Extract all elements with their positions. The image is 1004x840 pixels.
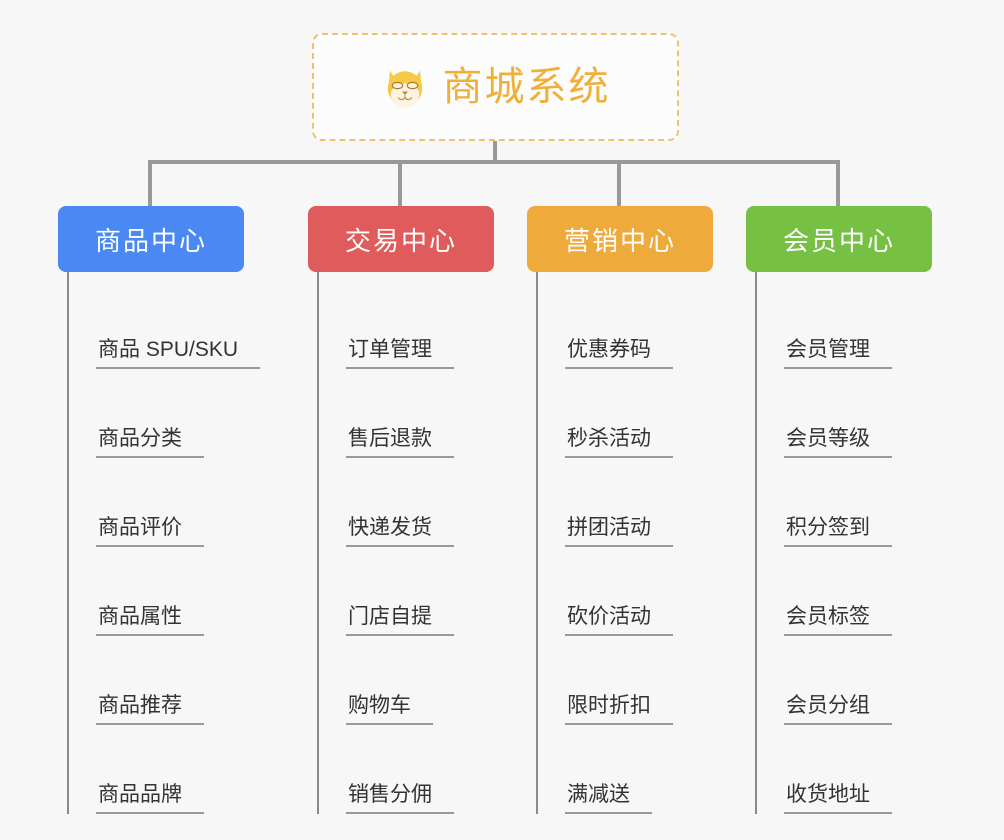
branch-column-product-center: 商品中心商品 SPU/SKU 商品分类商品评价商品属性商品推荐商品品牌 bbox=[58, 206, 261, 814]
connector-trunk-marketing-center bbox=[536, 272, 538, 814]
leaf-item-label: 商品分类 bbox=[96, 428, 204, 458]
leaf-list-marketing-center: 优惠券码秒杀活动拼团活动砍价活动限时折扣满减送 bbox=[527, 272, 713, 814]
leaf-item[interactable]: 优惠券码 bbox=[538, 280, 713, 369]
leaf-item[interactable]: 会员管理 bbox=[757, 280, 932, 369]
category-box-member-center[interactable]: 会员中心 bbox=[746, 206, 932, 272]
leaf-item-label: 商品 SPU/SKU bbox=[96, 339, 261, 369]
leaf-item[interactable]: 售后退款 bbox=[319, 369, 494, 458]
leaf-list-trade-center: 订单管理售后退款快递发货门店自提购物车销售分佣 bbox=[308, 272, 494, 814]
leaf-item[interactable]: 购物车 bbox=[319, 636, 494, 725]
leaf-item[interactable]: 限时折扣 bbox=[538, 636, 713, 725]
leaf-item-label: 满减送 bbox=[565, 784, 652, 814]
leaf-item[interactable]: 商品推荐 bbox=[69, 636, 244, 725]
connector-trunk-member-center bbox=[755, 272, 757, 814]
leaf-item-label: 会员分组 bbox=[784, 695, 892, 725]
leaf-item-label: 快递发货 bbox=[346, 517, 454, 547]
leaf-item[interactable]: 商品评价 bbox=[69, 458, 244, 547]
leaf-item[interactable]: 订单管理 bbox=[319, 280, 494, 369]
leaf-item-label: 门店自提 bbox=[346, 606, 454, 636]
leaf-item[interactable]: 商品分类 bbox=[69, 369, 244, 458]
branch-column-member-center: 会员中心会员管理会员等级积分签到会员标签会员分组收货地址 bbox=[746, 206, 932, 814]
leaf-item-label: 积分签到 bbox=[784, 517, 892, 547]
leaf-item[interactable]: 会员分组 bbox=[757, 636, 932, 725]
leaf-item-label: 商品推荐 bbox=[96, 695, 204, 725]
leaf-item-label: 收货地址 bbox=[784, 784, 892, 814]
leaf-item[interactable]: 积分签到 bbox=[757, 458, 932, 547]
category-box-trade-center[interactable]: 交易中心 bbox=[308, 206, 494, 272]
leaf-list-member-center: 会员管理会员等级积分签到会员标签会员分组收货地址 bbox=[746, 272, 932, 814]
leaf-item-label: 购物车 bbox=[346, 695, 433, 725]
connector-trunk-trade-center bbox=[317, 272, 319, 814]
leaf-item[interactable]: 销售分佣 bbox=[319, 725, 494, 814]
connector-drop-4 bbox=[836, 160, 840, 206]
root-node[interactable]: 商城系统 bbox=[312, 33, 679, 141]
shiba-dog-face-icon bbox=[381, 63, 429, 111]
branch-column-marketing-center: 营销中心优惠券码秒杀活动拼团活动砍价活动限时折扣满减送 bbox=[527, 206, 713, 814]
leaf-item-label: 会员等级 bbox=[784, 428, 892, 458]
leaf-item[interactable]: 商品属性 bbox=[69, 547, 244, 636]
leaf-item-label: 销售分佣 bbox=[346, 784, 454, 814]
leaf-item-label: 拼团活动 bbox=[565, 517, 673, 547]
leaf-item-label: 限时折扣 bbox=[565, 695, 673, 725]
leaf-item-label: 商品评价 bbox=[96, 517, 204, 547]
leaf-item-label: 会员标签 bbox=[784, 606, 892, 636]
category-box-product-center[interactable]: 商品中心 bbox=[58, 206, 244, 272]
connector-horizontal-bus bbox=[148, 160, 840, 164]
category-box-marketing-center[interactable]: 营销中心 bbox=[527, 206, 713, 272]
leaf-item[interactable]: 快递发货 bbox=[319, 458, 494, 547]
leaf-item-label: 商品属性 bbox=[96, 606, 204, 636]
leaf-item-label: 订单管理 bbox=[346, 339, 454, 369]
leaf-item-label: 秒杀活动 bbox=[565, 428, 673, 458]
leaf-item-label: 商品品牌 bbox=[96, 784, 204, 814]
leaf-item[interactable]: 商品品牌 bbox=[69, 725, 244, 814]
connector-drop-2 bbox=[398, 160, 402, 206]
connector-root-stem bbox=[493, 141, 497, 163]
leaf-item-label: 售后退款 bbox=[346, 428, 454, 458]
connector-drop-1 bbox=[148, 160, 152, 206]
leaf-item[interactable]: 会员标签 bbox=[757, 547, 932, 636]
leaf-item[interactable]: 收货地址 bbox=[757, 725, 932, 814]
leaf-item[interactable]: 会员等级 bbox=[757, 369, 932, 458]
connector-trunk-product-center bbox=[67, 272, 69, 814]
leaf-item[interactable]: 拼团活动 bbox=[538, 458, 713, 547]
leaf-item[interactable]: 门店自提 bbox=[319, 547, 494, 636]
leaf-item-label: 优惠券码 bbox=[565, 339, 673, 369]
leaf-item-label: 砍价活动 bbox=[565, 606, 673, 636]
root-title: 商城系统 bbox=[442, 65, 611, 109]
leaf-list-product-center: 商品 SPU/SKU 商品分类商品评价商品属性商品推荐商品品牌 bbox=[58, 272, 261, 814]
leaf-item-label: 会员管理 bbox=[784, 339, 892, 369]
leaf-item[interactable]: 砍价活动 bbox=[538, 547, 713, 636]
connector-drop-3 bbox=[617, 160, 621, 206]
branch-column-trade-center: 交易中心订单管理售后退款快递发货门店自提购物车销售分佣 bbox=[308, 206, 494, 814]
leaf-item[interactable]: 商品 SPU/SKU bbox=[69, 280, 261, 369]
leaf-item[interactable]: 满减送 bbox=[538, 725, 713, 814]
leaf-item[interactable]: 秒杀活动 bbox=[538, 369, 713, 458]
